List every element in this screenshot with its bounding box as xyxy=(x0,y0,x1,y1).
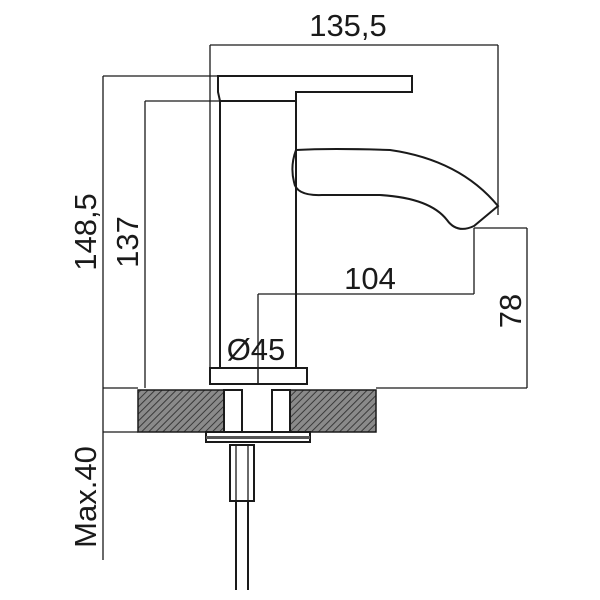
dimension-max-deck: Max.40 xyxy=(68,432,104,560)
underside-fixing xyxy=(205,431,311,590)
supply-hose xyxy=(235,501,249,590)
dimension-spout-height: 78 xyxy=(376,227,528,389)
shank-right xyxy=(271,389,291,433)
label-base-diameter: Ø45 xyxy=(227,332,286,367)
dimension-overall-width: 135,5 xyxy=(209,8,499,385)
label-spout-height: 78 xyxy=(493,294,528,328)
label-max-deck: Max.40 xyxy=(68,446,103,548)
shank-left xyxy=(223,389,243,433)
label-body-height: 137 xyxy=(110,216,145,268)
dimension-overall-height: 148,5 xyxy=(68,75,218,432)
threaded-rod xyxy=(229,444,255,502)
label-overall-height: 148,5 xyxy=(68,193,103,271)
dimension-base-diameter: Ø45 xyxy=(227,332,286,367)
handle-lever xyxy=(217,75,413,102)
countertop-section xyxy=(103,389,377,433)
dimension-spout-reach: 104 xyxy=(257,228,475,385)
spout xyxy=(291,148,500,230)
label-spout-reach: 104 xyxy=(344,261,396,296)
faucet-body xyxy=(209,75,500,385)
fixing-plate-shade xyxy=(206,436,310,439)
dimension-body-height: 137 xyxy=(110,100,220,388)
countertop-right xyxy=(289,389,377,433)
countertop-left xyxy=(137,389,225,433)
label-overall-width: 135,5 xyxy=(309,8,387,43)
